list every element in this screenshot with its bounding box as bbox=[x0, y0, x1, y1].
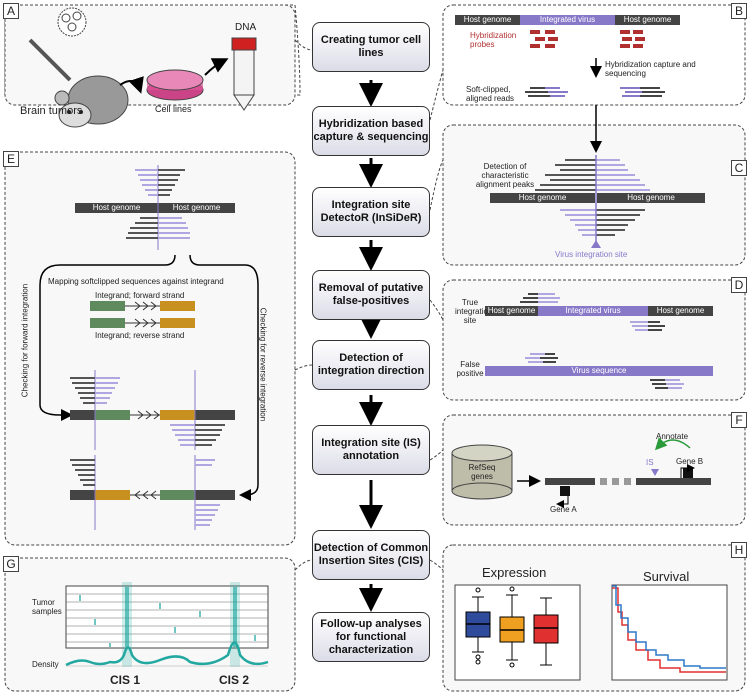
expression-title: Expression bbox=[482, 565, 547, 580]
panel-letter-e: E bbox=[3, 151, 19, 167]
brain-tumors-label: Brain tumors bbox=[20, 105, 83, 117]
refseq-label: RefSeq genes bbox=[468, 463, 496, 481]
vis-label: Virus integration site bbox=[555, 250, 628, 259]
probes-label: Hybridization probes bbox=[470, 31, 517, 49]
panel-letter-d: D bbox=[731, 277, 747, 293]
host-genome-label-d1: Host genome bbox=[487, 306, 536, 315]
gene-a-label: Gene A bbox=[550, 505, 577, 514]
step-cis-detection: Detection of Common Insertion Sites (CIS… bbox=[312, 530, 430, 580]
step-creating-cell-lines: Creating tumor cell lines bbox=[312, 22, 430, 72]
integrated-virus-label-b: Integrated virus bbox=[539, 15, 596, 24]
step-label: Detection of integration direction bbox=[317, 352, 425, 377]
step-hybridization-capture: Hybridization based capture & sequencing bbox=[312, 106, 430, 156]
step-integration-direction: Detection of integration direction bbox=[312, 340, 430, 390]
box-orange bbox=[499, 586, 525, 668]
cell-lines-label: Cell lines bbox=[155, 104, 192, 114]
host-genome-label-d2: Host genome bbox=[656, 306, 705, 315]
integrated-virus-label-d: Integrated virus bbox=[565, 306, 621, 315]
step-label: Detection of Common Insertion Sites (CIS… bbox=[313, 542, 429, 567]
host-genome-label-c1: Host genome bbox=[518, 193, 567, 202]
reverse-strand-label: Integrand; reverse strand bbox=[95, 331, 185, 340]
box-blue bbox=[465, 587, 491, 665]
step-label: Hybridization based capture & sequencing bbox=[313, 118, 429, 143]
check-forward-label: Checking for forward integration bbox=[20, 283, 30, 398]
panel-b-box bbox=[442, 4, 746, 106]
step-removal-false-positives: Removal of putative false-positives bbox=[312, 270, 430, 320]
annotate-label: Annotate bbox=[656, 432, 689, 441]
panel-letter-a: A bbox=[3, 3, 19, 19]
mapping-label: Mapping softclipped sequences against in… bbox=[48, 277, 224, 286]
step-is-annotation: Integration site (IS) annotation bbox=[312, 425, 430, 475]
density-label: Density bbox=[32, 660, 59, 669]
host-genome-label-c2: Host genome bbox=[627, 193, 675, 202]
host-genome-label-b2: Host genome bbox=[623, 15, 672, 24]
capture-label: Hybridization capture and sequencing bbox=[605, 60, 696, 78]
step-label: Follow-up analyses for functional charac… bbox=[320, 617, 422, 656]
dna-label: DNA bbox=[235, 22, 257, 33]
gene-b-label: Gene B bbox=[676, 457, 704, 466]
check-reverse-label: Checking for reverse integration bbox=[258, 307, 268, 422]
panel-letter-g: G bbox=[3, 556, 19, 572]
panel-e-box bbox=[4, 151, 296, 546]
virus-sequence-label: Virus sequence bbox=[571, 366, 627, 375]
step-insider: Integration site DetectoR (InSiDeR) bbox=[312, 187, 430, 237]
petri-dish bbox=[146, 69, 204, 101]
tumor-samples-label: Tumor samples bbox=[32, 598, 62, 616]
panel-letter-f: F bbox=[731, 412, 747, 428]
host-genome-label-e2: Host genome bbox=[172, 203, 221, 212]
panel-letter-c: C bbox=[731, 160, 747, 176]
host-genome-label-b1: Host genome bbox=[463, 15, 512, 24]
cis2-label: CIS 2 bbox=[219, 673, 250, 687]
survival-title: Survival bbox=[643, 569, 690, 584]
mouse-illustration bbox=[28, 7, 129, 128]
step-label: Integration site DetectoR (InSiDeR) bbox=[320, 199, 422, 224]
peaks-label: Detection of characteristic alignment pe… bbox=[475, 162, 535, 189]
box-red bbox=[533, 597, 559, 666]
panel-letter-h: H bbox=[731, 542, 747, 558]
step-label: Creating tumor cell lines bbox=[320, 34, 422, 59]
step-follow-up: Follow-up analyses for functional charac… bbox=[312, 612, 430, 662]
is-label: IS bbox=[646, 458, 654, 467]
step-label: Removal of putative false-positives bbox=[318, 282, 424, 307]
cis1-label: CIS 1 bbox=[110, 673, 141, 687]
panel-letter-b: B bbox=[731, 3, 747, 19]
dna-tube bbox=[231, 37, 257, 111]
true-site-label: True integration site bbox=[455, 298, 493, 325]
forward-strand-label: Integrand; forward strand bbox=[95, 291, 185, 300]
step-label: Integration site (IS) annotation bbox=[321, 437, 421, 462]
refseq-cylinder bbox=[451, 444, 513, 500]
softclip-label: Soft-clipped, aligned reads bbox=[466, 85, 515, 103]
panel-d-box bbox=[442, 279, 746, 401]
false-positive-label: False positive bbox=[456, 360, 484, 378]
host-genome-label-e1: Host genome bbox=[92, 203, 141, 212]
panel-f-box bbox=[442, 414, 746, 526]
